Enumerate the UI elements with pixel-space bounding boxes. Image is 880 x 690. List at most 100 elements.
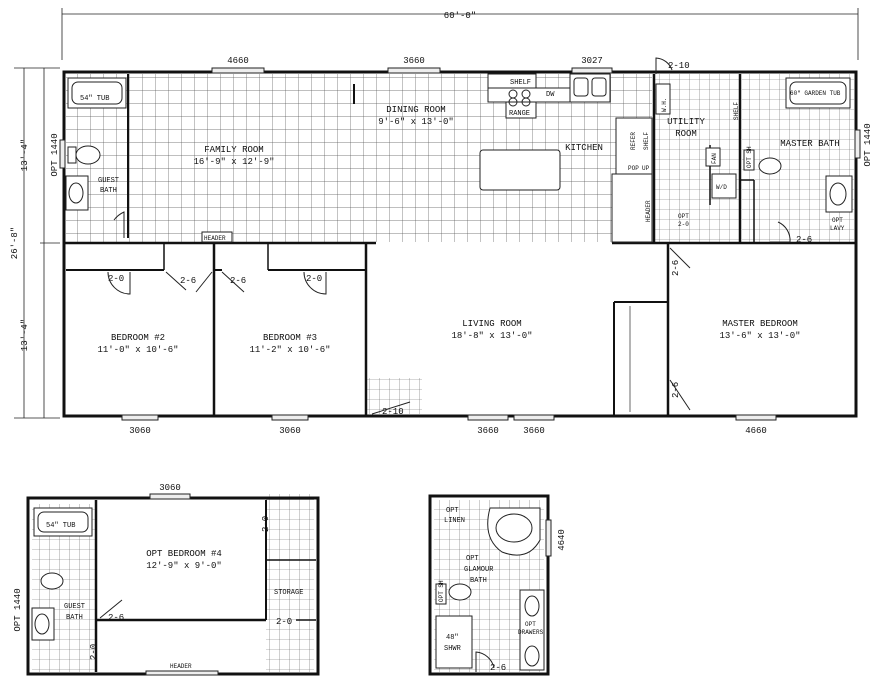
- garden-tub-label: 60" GARDEN TUB: [790, 90, 841, 97]
- glamour-toilet: [448, 583, 472, 601]
- opt-20-label: OPT: [678, 213, 689, 220]
- window-bottom-3: [467, 414, 509, 421]
- glamour-linen2-label: LINEN: [444, 517, 465, 525]
- interior-walls: [64, 74, 856, 416]
- opt-right-label: OPT 1440: [863, 123, 873, 166]
- glamour-window-label: 4640: [557, 529, 567, 551]
- opt-left-label: OPT 1440: [50, 133, 60, 176]
- guest-bath-label: GUEST: [98, 177, 119, 185]
- glamour-door[interactable]: [475, 651, 495, 672]
- guest-toilet-tank: [67, 146, 77, 164]
- master-door-label-1: 2-6: [671, 260, 681, 276]
- bed3-closet-door[interactable]: [303, 271, 327, 295]
- opt-bed-tub-basin: [37, 511, 89, 533]
- bed3-name: BEDROOM #3: [263, 333, 317, 343]
- utility-door[interactable]: [655, 57, 673, 74]
- opt-bed-door1-label: 2-6: [108, 613, 124, 623]
- opt-bed-room-name: OPT BEDROOM #4: [146, 549, 222, 559]
- corner-tub-basin: [495, 513, 533, 543]
- opt-bed-toilet: [40, 572, 64, 590]
- glamour-opt-sh: [435, 583, 447, 605]
- opt-bed-door3-label: 2-0: [261, 516, 271, 532]
- dishwasher-label: DW: [546, 91, 555, 99]
- kitchen-shelf2-label: SHELF: [643, 132, 650, 150]
- window-bottom-label-3: 3660: [477, 426, 499, 436]
- wh-label: W.H.: [661, 98, 668, 112]
- glamour-sink-2: [524, 645, 540, 667]
- bed2-closet-door[interactable]: [107, 271, 131, 295]
- shower-label-2: SHWR: [444, 645, 462, 653]
- master-bath-door[interactable]: [770, 221, 791, 243]
- window-top-label-1: 4660: [227, 56, 249, 66]
- glamour-label-1: OPT: [466, 555, 479, 563]
- bed2-size: 11'-0" x 10'-6": [97, 345, 178, 355]
- top-depth-label: 13'-4": [20, 139, 30, 171]
- window-bottom-2: [271, 414, 309, 421]
- bed2-door[interactable]: [165, 271, 213, 293]
- opt-bed-window: [149, 493, 191, 500]
- master-door-1[interactable]: [669, 247, 691, 269]
- utility-name: UTILITY: [667, 117, 705, 127]
- guest-tub-basin: [71, 81, 123, 105]
- guest-tub-label: 54" TUB: [80, 95, 109, 103]
- window-bottom-5: [735, 414, 777, 421]
- kitchen-shelf-label: SHELF: [510, 79, 531, 87]
- living-size: 18'-8" x 13'-0": [451, 331, 532, 341]
- garden-tub-basin: [789, 81, 847, 105]
- drawers-label: OPT: [525, 621, 536, 628]
- utility-name2: ROOM: [675, 129, 697, 139]
- master-bath-name: MASTER BATH: [780, 139, 839, 149]
- window-bottom-label-1: 3060: [129, 426, 151, 436]
- window-top-1: [211, 67, 265, 74]
- opt-bed-room-size: 12'-9" x 9'-0": [146, 561, 222, 571]
- opt-sh-box: [743, 149, 755, 171]
- glamour-linen-label: OPT: [446, 507, 459, 515]
- bed2-name: BEDROOM #2: [111, 333, 165, 343]
- opt-lav2-label: LAVY: [830, 225, 845, 232]
- opt-bed-guest2-label: BATH: [66, 614, 83, 622]
- overall-width-label: 60'-0": [444, 11, 476, 21]
- bed3-door[interactable]: [221, 271, 245, 293]
- range-label: RANGE: [509, 110, 530, 118]
- guest-toilet: [75, 145, 101, 165]
- window-bottom-label-4: 3660: [523, 426, 545, 436]
- hall-door-label-a: 2-6: [180, 276, 196, 286]
- entry-door-label: 2-10: [382, 407, 404, 417]
- master-sink: [829, 182, 847, 206]
- shower-label: 48": [446, 634, 459, 642]
- up-label: UP: [642, 165, 650, 172]
- window-top-2: [387, 67, 441, 74]
- opt-bed-door4-label: 2-0: [89, 644, 99, 660]
- guest-bath-door[interactable]: [113, 211, 125, 238]
- utility-door-label: 2-10: [668, 61, 690, 71]
- fan-label: FAN: [711, 153, 718, 164]
- bed2-door-label: 2-0: [108, 274, 124, 284]
- fan-box: [705, 147, 721, 167]
- header-side-label: HEADER: [645, 200, 652, 222]
- window-bottom-1: [121, 414, 159, 421]
- opt-bed-header-bar: [145, 670, 219, 676]
- opt-bed-header-label: HEADER: [170, 663, 192, 670]
- opt-bed-door[interactable]: [99, 599, 123, 619]
- master-bed-name: MASTER BEDROOM: [722, 319, 798, 329]
- window-bottom-label-2: 3060: [279, 426, 301, 436]
- opt-bed-side-label: OPT 1440: [13, 588, 23, 631]
- dimension-lines: [14, 8, 859, 419]
- glamour-label-3: BATH: [470, 577, 487, 585]
- header-box: [201, 231, 233, 243]
- opt-bed-door2-label: 2-0: [276, 617, 292, 627]
- bed3-size: 11'-2" x 10'-6": [249, 345, 330, 355]
- entry-door[interactable]: [371, 401, 411, 415]
- glamour-sink-1: [524, 595, 540, 617]
- bed3-door-label: 2-6: [230, 276, 246, 286]
- dining-room-size: 9'-6" x 13'-0": [378, 117, 454, 127]
- water-heater: [655, 83, 671, 115]
- guest-bath-label-2: BATH: [100, 187, 117, 195]
- opt-bed-tub-label: 54" TUB: [46, 522, 75, 530]
- window-top-3: [571, 67, 613, 74]
- window-bottom-label-5: 4660: [745, 426, 767, 436]
- drawers-label-2: DRAWERS: [518, 629, 544, 636]
- master-door-2[interactable]: [669, 379, 691, 411]
- opt-bed-window-label: 3060: [159, 483, 181, 493]
